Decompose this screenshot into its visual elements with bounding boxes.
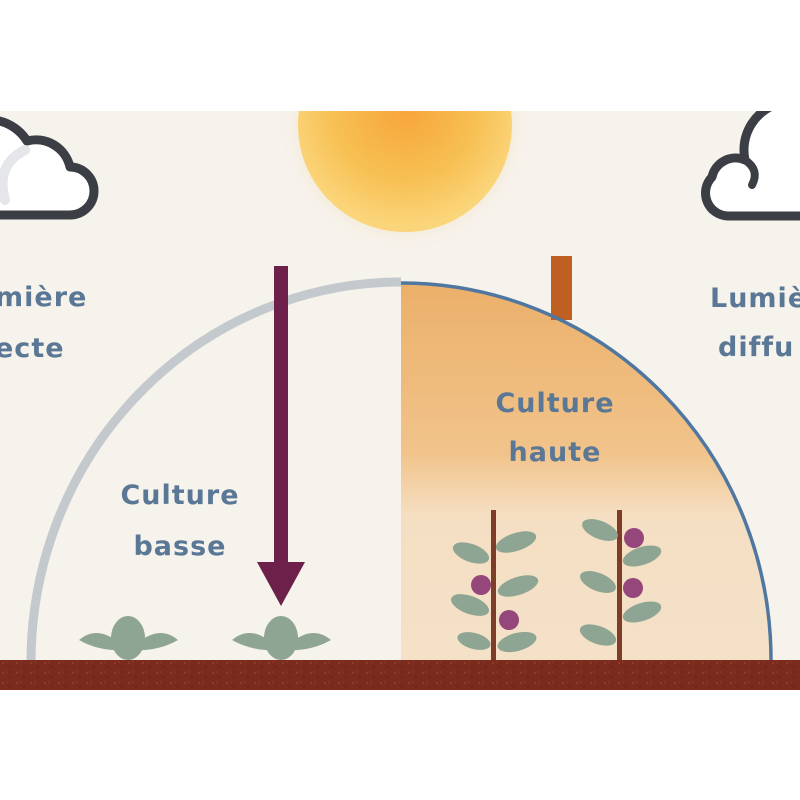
diffuse-light-label-line1: Lumiè [710,283,800,314]
sun-icon [277,111,533,253]
tall-crop-plant [579,510,662,660]
direct-light-label-line2: ecte [0,333,65,364]
tall-crop-plant [450,510,539,660]
high-crop-label-line2: haute [509,437,602,468]
greenhouse-frame-high [400,281,773,661]
cloud-icon [701,111,800,221]
greenhouse-frame-low [26,277,402,663]
diffuse-light-label-line2: diffu [718,332,794,363]
low-crop-label-line2: basse [133,531,226,562]
low-crop-plant [79,616,178,660]
cloud-icon [0,116,99,220]
direct-light-arrow [257,266,305,606]
low-crop-plant [232,616,331,660]
high-crop-label-line1: Culture [495,388,614,419]
direct-light-label-line1: mière [0,282,87,313]
chimney [551,256,572,320]
soil [0,660,800,690]
low-crop-label-line1: Culture [120,480,239,511]
